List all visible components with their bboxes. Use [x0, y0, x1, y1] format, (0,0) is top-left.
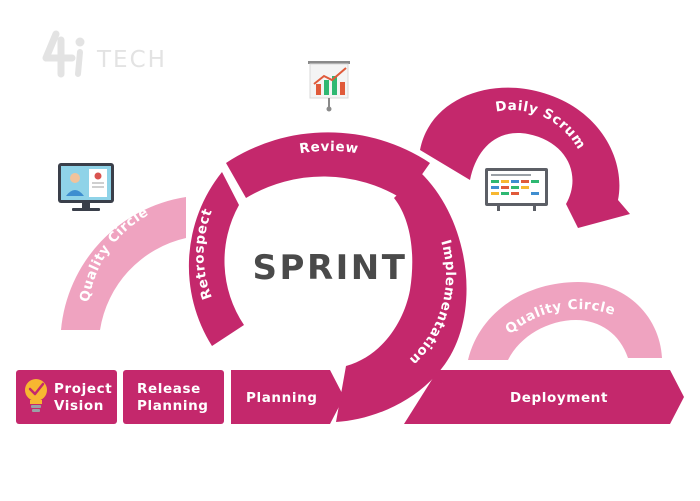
company-logo: TECH — [42, 30, 167, 78]
review-arc: Review — [226, 132, 430, 200]
daily-scrum-arc: Daily Scrum — [420, 87, 630, 228]
retrospect-arc: Retrospect — [188, 172, 244, 346]
project-vision-line2: Vision — [54, 398, 104, 414]
logo-text: TECH — [96, 47, 167, 73]
logo-mark-icon — [42, 30, 85, 78]
deployment-label: Deployment — [510, 390, 608, 406]
task-board-icon — [485, 168, 548, 211]
planning-box: Planning — [231, 370, 344, 424]
sprint-title: SPRINT — [253, 248, 408, 288]
quality-circle-right-arc: Quality Circle — [468, 282, 662, 360]
presentation-chart-icon — [308, 61, 350, 112]
quality-circle-left-arc: Quality Circle — [61, 197, 186, 330]
release-planning-line1: Release — [137, 381, 201, 397]
video-call-monitor-icon — [58, 163, 114, 211]
release-planning-line2: Planning — [137, 398, 209, 414]
project-vision-box: Project Vision — [16, 370, 117, 424]
lightbulb-check-icon — [25, 379, 47, 412]
retrospect-label: Retrospect — [192, 206, 216, 301]
planning-label: Planning — [246, 390, 318, 406]
review-label: Review — [298, 139, 359, 157]
release-planning-box: Release Planning — [123, 370, 224, 424]
deployment-box: Deployment — [404, 370, 684, 424]
implementation-arc: Implementation — [336, 172, 467, 422]
project-vision-line1: Project — [54, 381, 112, 397]
